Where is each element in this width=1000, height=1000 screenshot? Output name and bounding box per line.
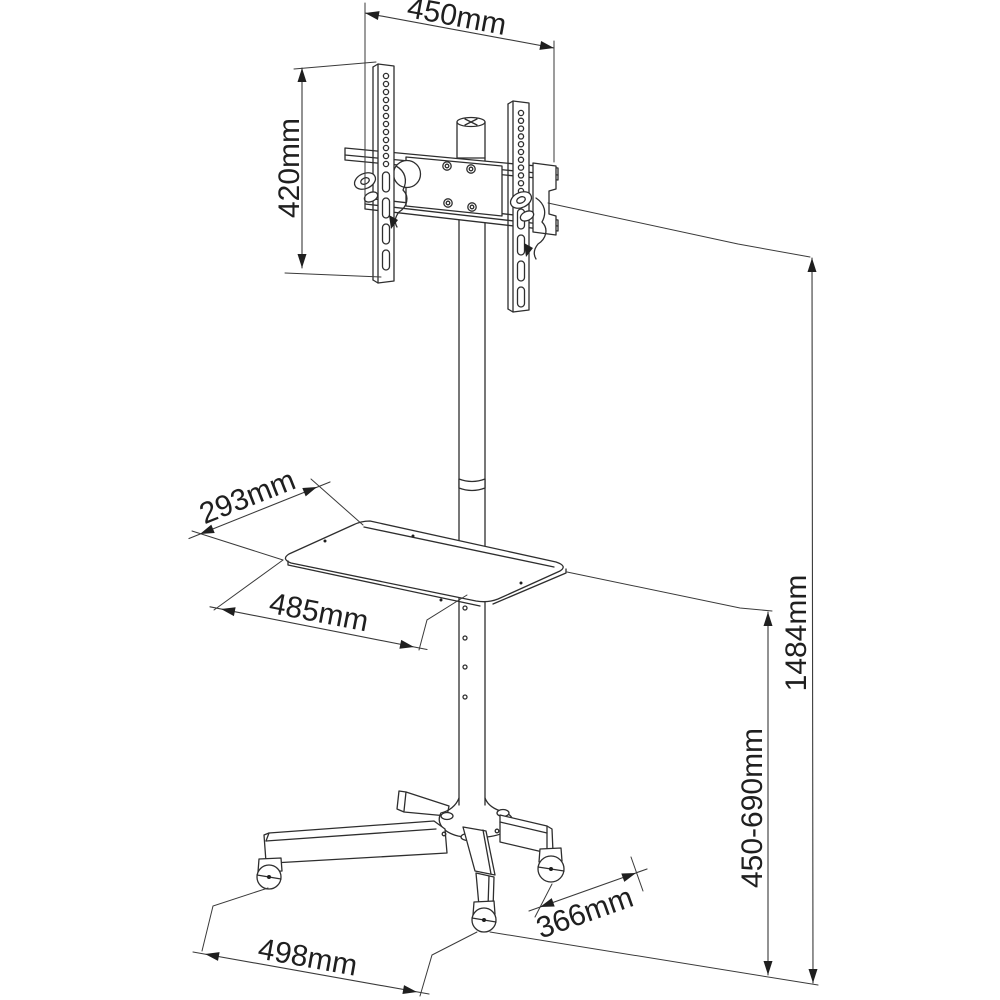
rail-holes [382, 72, 390, 168]
base-leg-front [462, 826, 496, 910]
dim-mount-height: 420mm [273, 61, 382, 278]
tilt-knob-right [509, 191, 547, 260]
dim-label-shelf-height-range: 450-690mm [736, 728, 769, 888]
base-leg-left [263, 820, 448, 864]
dim-label-base-depth: 366mm [532, 881, 637, 946]
av-shelf [284, 520, 567, 607]
hook-direction-arrow [389, 215, 398, 229]
dim-total-height: 1484mm [547, 202, 818, 984]
pole-cap [456, 116, 486, 159]
tilting-vesa-mount [344, 63, 559, 313]
projection-lines [201, 887, 819, 997]
shelf-screws [323, 534, 523, 602]
shelf-top [284, 520, 564, 603]
dim-base-width: 498mm [192, 933, 430, 995]
plate-screws [442, 161, 477, 212]
dim-label-mount-height: 420mm [273, 118, 306, 218]
center-plate [405, 156, 503, 217]
shelf-thickness [287, 560, 567, 607]
caster-base [256, 790, 565, 933]
base-leg-right [499, 814, 554, 854]
dim-label-base-width: 498mm [256, 933, 360, 983]
bar-end-plate [532, 162, 557, 236]
vesa-rail-left [372, 63, 395, 284]
dim-label-total-height: 1484mm [780, 575, 813, 692]
dim-label-mount-width: 450mm [405, 0, 509, 42]
base-leg-rear [396, 790, 450, 817]
dim-label-shelf-width: 485mm [267, 587, 372, 638]
dim-shelf-height-range: 450-690mm [566, 571, 773, 976]
hook-direction-arrow [524, 243, 533, 257]
caster-left [256, 857, 283, 890]
dim-label-shelf-depth: 293mm [195, 463, 300, 530]
rail-slots [381, 171, 391, 271]
plate-cutout [392, 159, 422, 189]
pole-collar [458, 478, 486, 492]
pole-adjust-holes [462, 605, 468, 700]
caster-right [537, 847, 565, 883]
caster-front [471, 900, 497, 933]
